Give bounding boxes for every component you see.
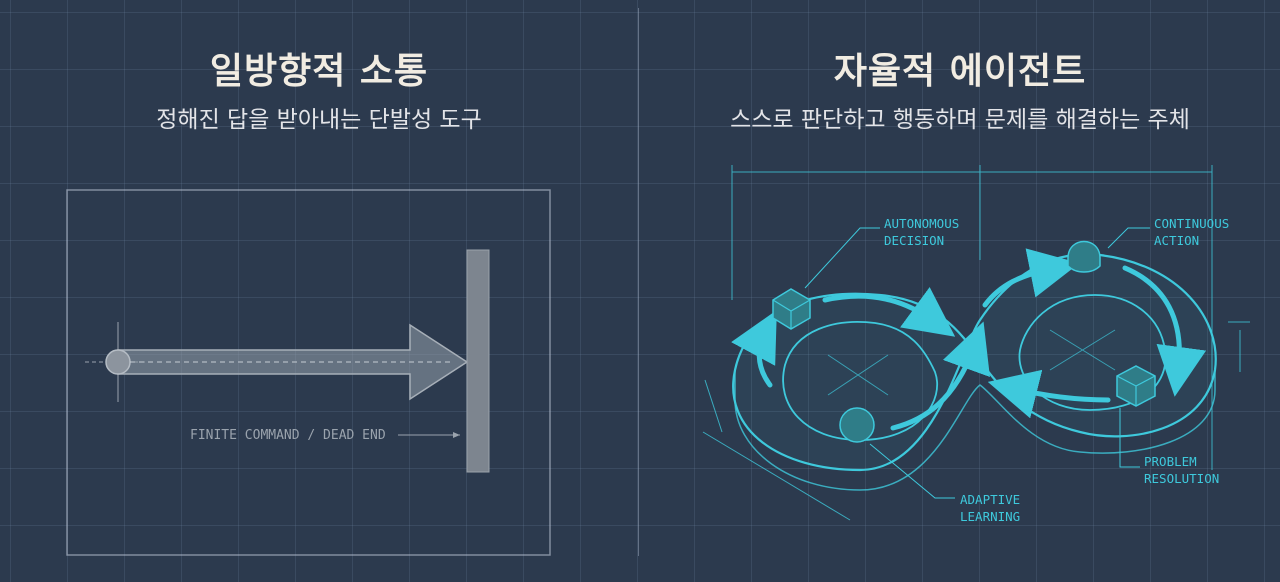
center-divider [638,8,639,556]
label-leaders [804,227,1150,499]
dimension-lines [702,165,1250,521]
cube-node-problem [1116,365,1156,407]
label-line: AUTONOMOUS [884,216,960,231]
label-autonomous-decision: AUTONOMOUS DECISION [884,215,959,249]
label-continuous-action: CONTINUOUS ACTION [1154,215,1229,249]
left-subtitle: 정해진 답을 받아내는 단발성 도구 [156,107,482,133]
label-line: DECISION [884,233,945,248]
label-problem-resolution: PROBLEM RESOLUTION [1144,453,1219,487]
left-title: 일방향적 소통 [209,51,429,92]
right-subtitle: 스스로 판단하고 행동하며 문제를 해결하는 주체 [730,107,1190,133]
label-line: RESOLUTION [1144,471,1220,486]
dome-node-continuous [1067,240,1101,273]
label-adaptive-learning: ADAPTIVE LEARNING [960,491,1020,525]
loop-base [732,253,1217,472]
right-title: 자율적 에이전트 [833,51,1087,92]
label-line: LEARNING [960,509,1021,524]
loop-inner-left [782,321,938,441]
loop-wall [734,370,1216,491]
label-line: CONTINUOUS [1154,216,1230,231]
sphere-node-adaptive [839,407,875,443]
label-line: PROBLEM [1144,454,1197,469]
dead-end-wall [466,249,490,473]
left-frame [66,189,551,556]
flow-arrows [731,248,1207,431]
cube-node-autonomous [772,288,811,330]
label-line: ADAPTIVE [960,492,1021,507]
label-line: ACTION [1154,233,1200,248]
dead-end-arrow [85,322,469,402]
center-markers [827,329,1116,396]
finite-command-label: FINITE COMMAND / DEAD END [190,428,386,443]
annotation-arrowhead [453,432,460,438]
